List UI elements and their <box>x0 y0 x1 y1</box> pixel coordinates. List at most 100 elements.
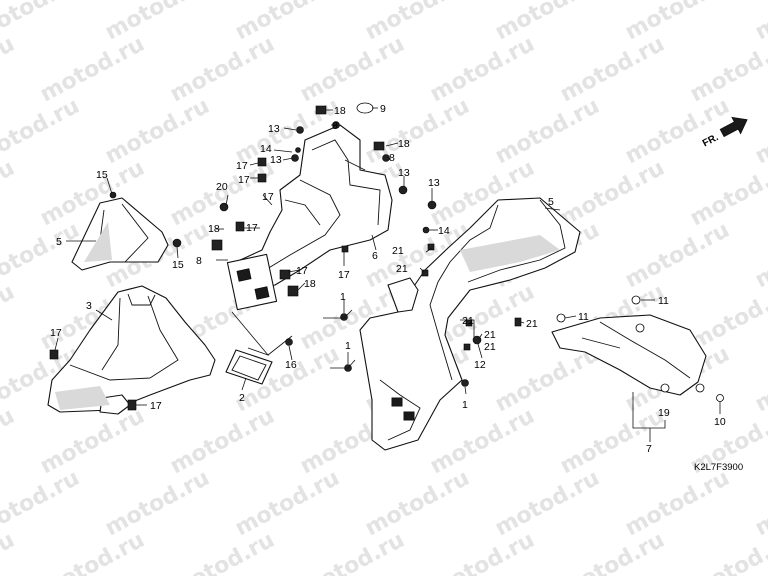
watermark-text: motod.ru <box>751 94 768 170</box>
watermark-text: motod.ru <box>686 528 768 576</box>
watermark-text: motod.ru <box>36 32 149 108</box>
callout-17: 17 <box>238 174 250 186</box>
callout-13: 13 <box>268 123 280 135</box>
callout-15: 15 <box>172 259 184 271</box>
callout-9: 9 <box>380 103 386 115</box>
watermark-text: motod.ru <box>101 94 214 170</box>
watermark-text: motod.ru <box>491 0 604 45</box>
watermark-text: motod.ru <box>491 466 604 542</box>
watermark-text: motod.ru <box>751 466 768 542</box>
fasteners <box>49 102 724 411</box>
watermark-text: motod.ru <box>426 528 539 576</box>
callout-16: 16 <box>285 359 297 371</box>
callout-17: 17 <box>50 327 62 339</box>
callout-17: 17 <box>338 269 350 281</box>
callout-8: 8 <box>389 152 395 164</box>
watermark-text: motod.ru <box>686 156 768 232</box>
callout-17: 17 <box>236 160 248 172</box>
callout-21: 21 <box>484 329 496 341</box>
part-3-rear-cowl[interactable] <box>47 285 216 415</box>
watermark-text: motod.ru <box>101 0 214 45</box>
leader-lines <box>54 107 721 442</box>
callout-21: 21 <box>526 318 538 330</box>
callout-21: 21 <box>396 263 408 275</box>
watermark-text: motod.ru <box>231 466 344 542</box>
watermark-text: motod.ru <box>0 280 19 356</box>
callout-18: 18 <box>398 138 410 150</box>
watermark-text: motod.ru <box>556 404 669 480</box>
callout-13: 13 <box>428 177 440 189</box>
watermark-text: motod.ru <box>231 0 344 45</box>
watermark-text: motod.ru <box>621 0 734 45</box>
callout-6: 6 <box>372 250 378 262</box>
watermark-text: motod.ru <box>0 156 19 232</box>
callout-17: 17 <box>262 191 274 203</box>
callout-1: 1 <box>462 399 468 411</box>
callout-18: 18 <box>304 278 316 290</box>
watermark-text: motod.ru <box>426 404 539 480</box>
watermark-text: motod.ru <box>621 94 734 170</box>
watermark-text: motod.ru <box>0 404 19 480</box>
callout-21: 21 <box>484 341 496 353</box>
callout-18: 18 <box>208 223 220 235</box>
watermark-text: motod.ru <box>0 528 19 576</box>
watermark-text: motod.ru <box>36 528 149 576</box>
watermark-text: motod.ru <box>361 0 474 45</box>
callout-19: 19 <box>658 407 670 419</box>
callout-18: 18 <box>334 105 346 117</box>
watermark-text: motod.ru <box>751 218 768 294</box>
callout-17: 17 <box>296 265 308 277</box>
part-7-side-cover[interactable] <box>551 314 707 396</box>
watermark-text: motod.ru <box>101 466 214 542</box>
watermark-text: motod.ru <box>166 404 279 480</box>
callout-20: 20 <box>216 181 228 193</box>
watermark-text: motod.ru <box>361 466 474 542</box>
watermark-text: motod.ru <box>0 32 19 108</box>
watermark-text: motod.ru <box>556 528 669 576</box>
watermark-text: motod.ru <box>621 218 734 294</box>
callout-2: 2 <box>239 392 245 404</box>
watermark-text: motod.ru <box>296 528 409 576</box>
watermark-text: motod.ru <box>166 32 279 108</box>
callout-11: 11 <box>578 311 589 323</box>
callout-14: 14 <box>438 225 450 237</box>
watermark-text: motod.ru <box>0 466 84 542</box>
callout-labels: 15 5 15 3 17 17 2 16 8 18 17 20 17 17 17… <box>50 103 726 455</box>
callout-13: 13 <box>270 154 282 166</box>
part-2-reflector[interactable] <box>225 349 273 385</box>
callout-12: 12 <box>474 359 486 371</box>
callout-11: 11 <box>658 295 669 307</box>
callout-13: 13 <box>398 167 410 179</box>
callout-14: 14 <box>260 143 272 155</box>
watermark-text: motod.ru <box>36 404 149 480</box>
watermark-text: motod.ru <box>166 528 279 576</box>
watermark-text: motod.ru <box>556 32 669 108</box>
part-6-inner-fender[interactable] <box>226 124 393 311</box>
callout-8: 8 <box>332 120 338 132</box>
callout-3: 3 <box>86 300 92 312</box>
callout-17: 17 <box>150 400 162 412</box>
watermark-text: motod.ru <box>751 342 768 418</box>
callout-8: 8 <box>196 255 202 267</box>
watermark-text: motod.ru <box>751 0 768 45</box>
watermark-text: motod.ru <box>0 218 84 294</box>
front-label: FR. <box>701 132 721 149</box>
diagram-code: K2L7F3900 <box>694 462 743 473</box>
watermark-text: motod.ru <box>296 32 409 108</box>
part-4-rear-fender[interactable] <box>359 197 581 451</box>
callout-1: 1 <box>345 340 351 352</box>
callout-15: 15 <box>96 169 108 181</box>
front-arrow-icon <box>719 116 748 138</box>
part-5-hugger[interactable] <box>71 197 169 271</box>
watermark-text: motod.ru <box>556 156 669 232</box>
watermark-text: motod.ru <box>0 94 84 170</box>
callout-17: 17 <box>246 222 258 234</box>
callout-1: 1 <box>340 291 346 303</box>
watermark-text: motod.ru <box>361 94 474 170</box>
watermark-text: motod.ru <box>0 0 84 45</box>
watermark-text: motod.ru <box>686 32 768 108</box>
callout-10: 10 <box>714 416 726 428</box>
watermark-text: motod.ru <box>426 32 539 108</box>
